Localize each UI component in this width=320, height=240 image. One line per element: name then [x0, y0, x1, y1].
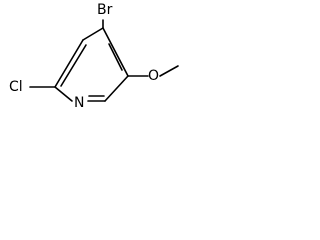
- bond-c2-c3: [54, 39, 84, 88]
- nitrogen-label: N: [74, 95, 84, 111]
- bond-c5-c6: [104, 75, 129, 102]
- bromine-label: Br: [97, 2, 113, 18]
- bond-c4-c5-inner: [108, 43, 123, 71]
- bond-n1-c2: [54, 86, 73, 102]
- bond-c2-c3-inner: [60, 44, 87, 87]
- chlorine-label: Cl: [9, 79, 23, 95]
- bond-c4-c5: [102, 27, 129, 77]
- bond-c3-c4: [82, 27, 104, 41]
- structure-diagram: Br Cl N O: [9, 2, 179, 111]
- oxygen-label: O: [148, 68, 159, 84]
- bond-o-ch3: [159, 65, 179, 77]
